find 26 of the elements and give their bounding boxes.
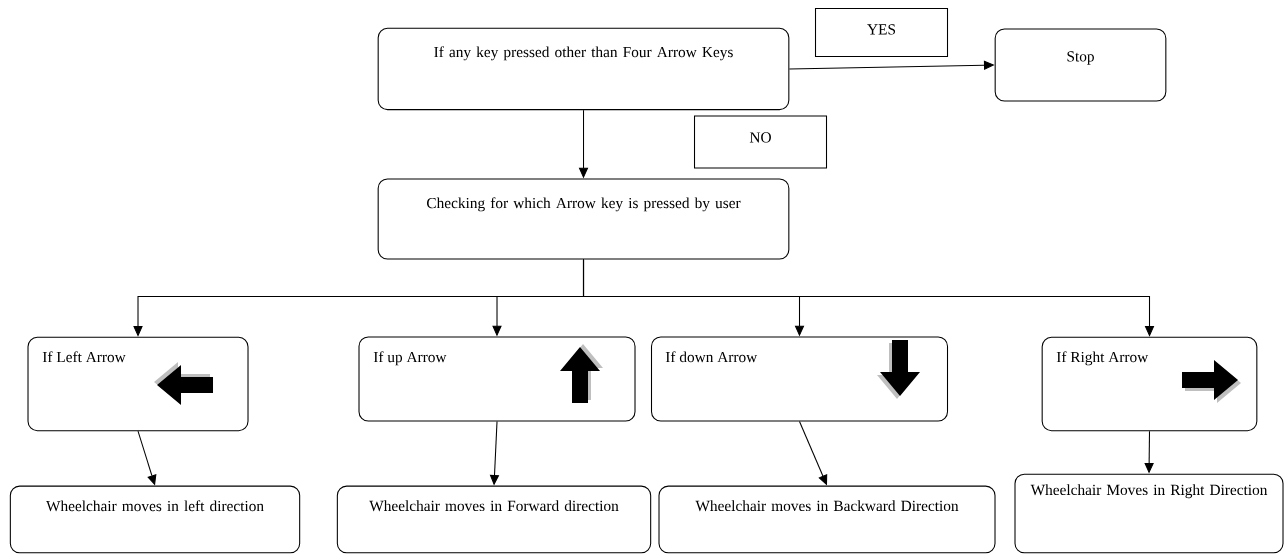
box-text: Wheelchair moves in left direction bbox=[46, 500, 264, 512]
condition-text: If up Arrow bbox=[373, 351, 447, 366]
result-box bbox=[1014, 473, 1284, 554]
result-box bbox=[336, 485, 652, 554]
condition-box bbox=[1041, 336, 1258, 432]
result-box bbox=[658, 485, 996, 554]
box-text: YES bbox=[867, 24, 896, 35]
box-text: Checking for which Arrow key is pressed by user bbox=[427, 197, 741, 212]
box-text: Stop bbox=[1067, 51, 1094, 65]
process-box bbox=[994, 28, 1167, 102]
result-box bbox=[9, 485, 301, 554]
answer-box bbox=[814, 7, 949, 58]
process-box bbox=[377, 178, 790, 260]
box-text: If any key pressed other than Four Arrow Keys bbox=[434, 46, 733, 61]
box-text: NO bbox=[749, 132, 771, 143]
answer-box bbox=[693, 115, 828, 169]
condition-text: If Right Arrow bbox=[1056, 351, 1149, 366]
box-text: Wheelchair Moves in Right Direction bbox=[1030, 484, 1268, 499]
condition-box bbox=[650, 336, 949, 422]
decision-box bbox=[377, 27, 790, 111]
box-text: Wheelchair moves in Forward direction bbox=[369, 500, 619, 512]
condition-text: If down Arrow bbox=[665, 351, 758, 363]
condition-box bbox=[358, 336, 636, 422]
condition-box bbox=[27, 336, 249, 432]
condition-text: If Left Arrow bbox=[42, 351, 126, 363]
box-text: Wheelchair moves in Backward Direction bbox=[695, 500, 959, 512]
